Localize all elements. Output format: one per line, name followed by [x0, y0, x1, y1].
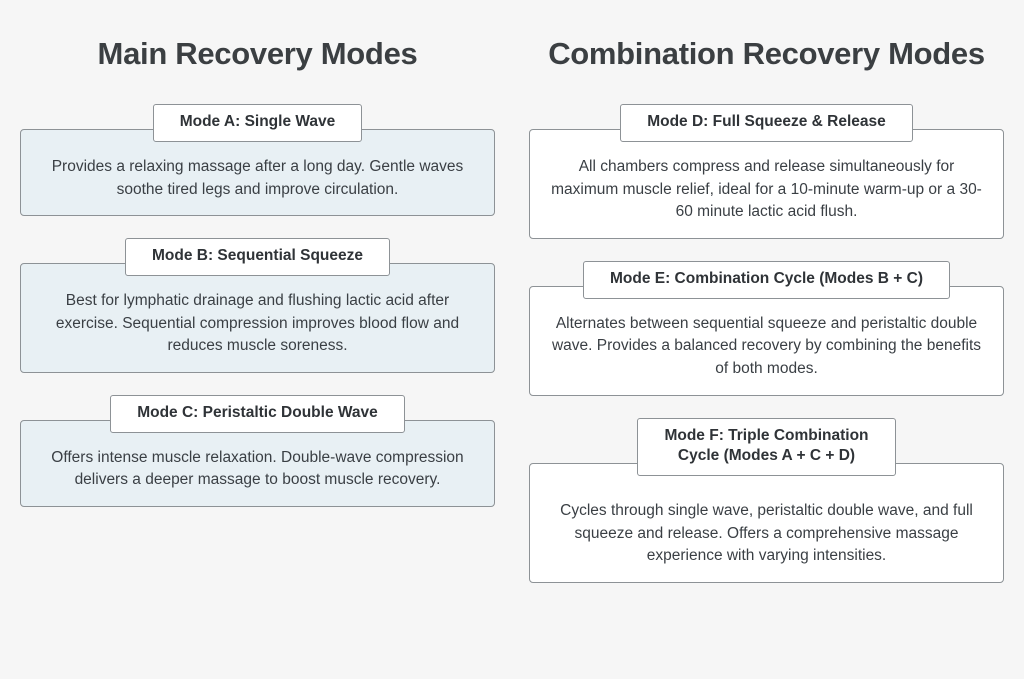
card-title-mode-e: Mode E: Combination Cycle (Modes B + C) — [582, 261, 951, 299]
card-description-mode-c: Offers intense muscle relaxation. Double… — [20, 419, 495, 508]
card-mode-d[interactable]: Mode D: Full Squeeze & Release All chamb… — [529, 104, 1004, 240]
card-mode-c[interactable]: Mode C: Peristaltic Double Wave Offers i… — [20, 395, 495, 508]
card-title-mode-d: Mode D: Full Squeeze & Release — [620, 104, 913, 142]
card-title-mode-b: Mode B: Sequential Squeeze — [124, 238, 390, 276]
card-description-mode-b: Best for lymphatic drainage and flushing… — [20, 262, 495, 374]
card-title-mode-f: Mode F: Triple Combination Cycle (Modes … — [637, 417, 896, 476]
card-description-mode-d: All chambers compress and release simult… — [529, 128, 1004, 240]
card-mode-a[interactable]: Mode A: Single Wave Provides a relaxing … — [20, 104, 495, 217]
card-description-mode-a: Provides a relaxing massage after a long… — [20, 128, 495, 217]
card-list-combination-recovery-modes: Mode D: Full Squeeze & Release All chamb… — [529, 104, 1004, 663]
card-list-main-recovery-modes: Mode A: Single Wave Provides a relaxing … — [20, 104, 495, 663]
card-title-mode-c: Mode C: Peristaltic Double Wave — [110, 395, 405, 433]
card-description-mode-f: Cycles through single wave, peristaltic … — [529, 462, 1004, 584]
card-mode-b[interactable]: Mode B: Sequential Squeeze Best for lymp… — [20, 238, 495, 374]
card-mode-f[interactable]: Mode F: Triple Combination Cycle (Modes … — [529, 417, 1004, 584]
card-description-mode-e: Alternates between sequential squeeze an… — [529, 285, 1004, 396]
column-heading-main-recovery-modes: Main Recovery Modes — [97, 36, 418, 71]
column-main-recovery-modes: Main Recovery Modes Mode A: Single Wave … — [20, 34, 495, 663]
column-heading-combination-recovery-modes: Combination Recovery Modes — [548, 36, 985, 71]
card-mode-e[interactable]: Mode E: Combination Cycle (Modes B + C) … — [529, 261, 1004, 396]
column-combination-recovery-modes: Combination Recovery Modes Mode D: Full … — [529, 34, 1004, 663]
card-title-mode-a: Mode A: Single Wave — [152, 104, 363, 142]
